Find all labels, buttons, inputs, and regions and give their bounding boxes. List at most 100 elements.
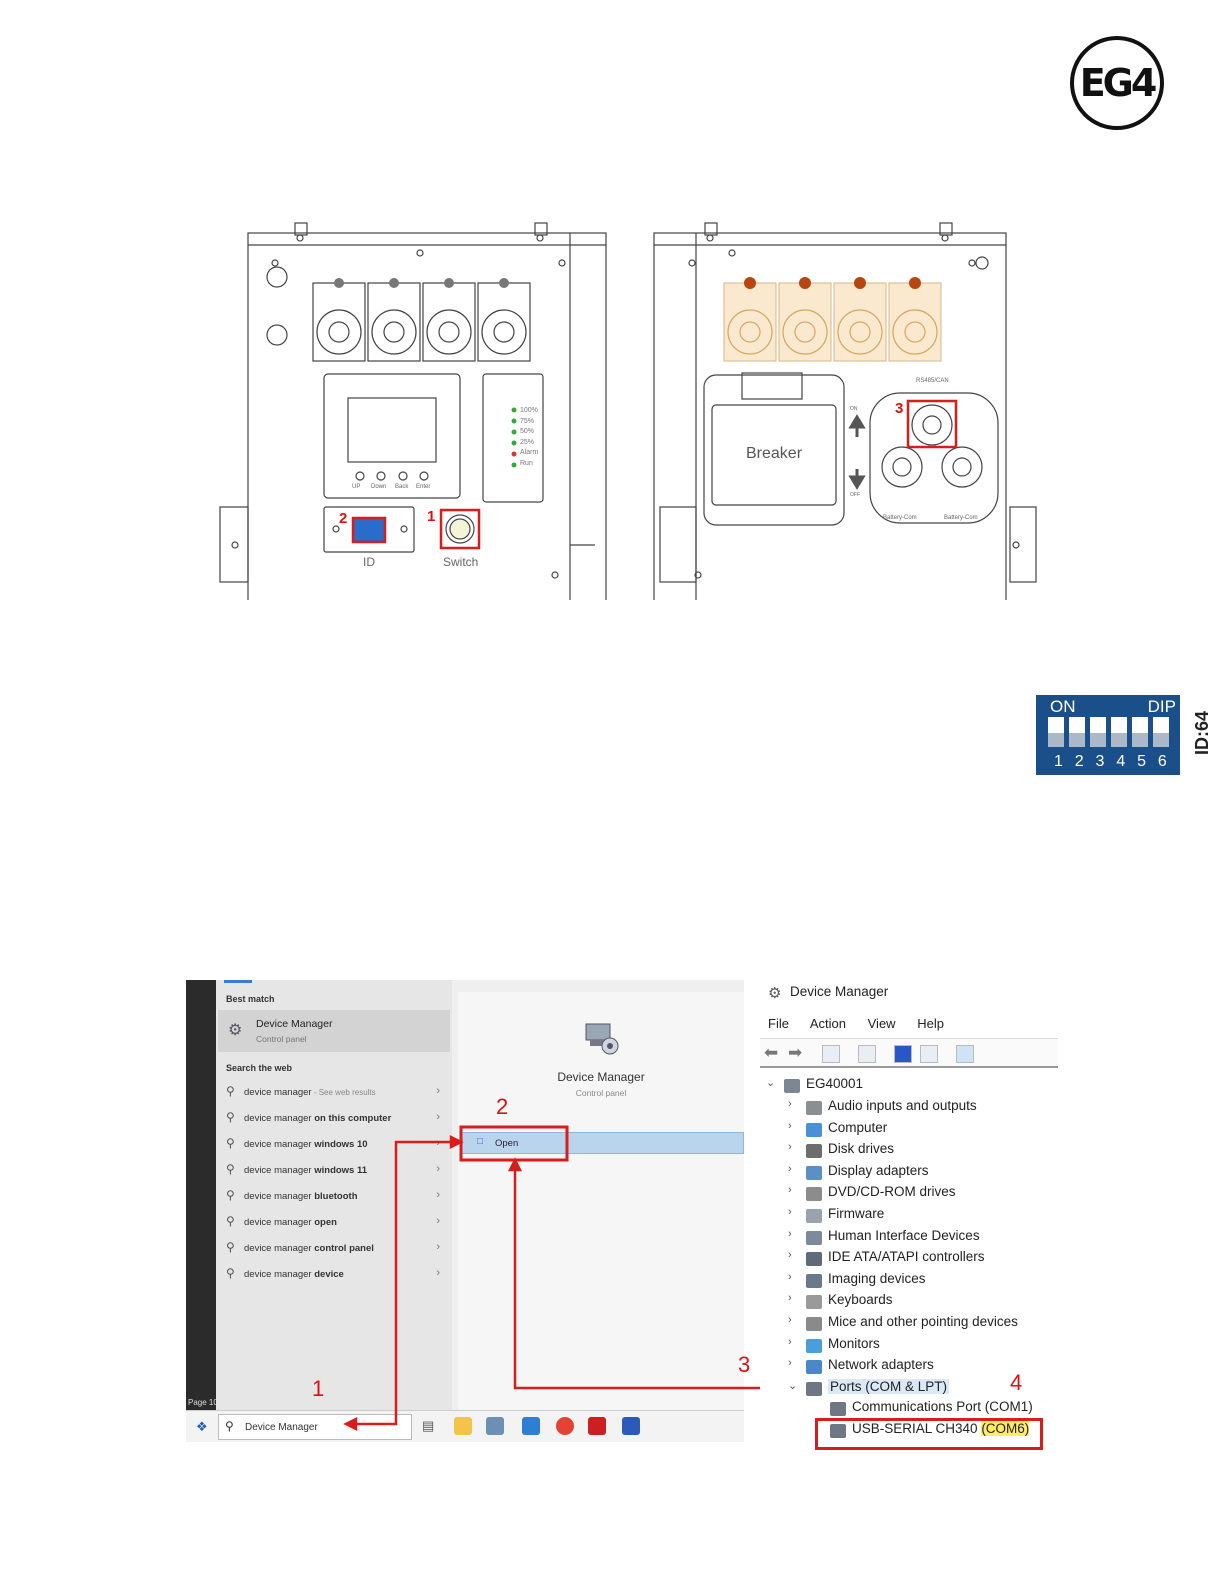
- search-web-heading: Search the web: [226, 1063, 293, 1073]
- chevron-right-icon[interactable]: ›: [788, 1119, 792, 1132]
- best-match-item[interactable]: ⚙ Device Manager Control panel: [218, 1010, 450, 1052]
- device-category-label: Ports (COM & LPT): [828, 1378, 950, 1394]
- show-hidden-icon[interactable]: [920, 1045, 938, 1063]
- result-prefix: device manager: [244, 1165, 315, 1176]
- chevron-right-icon[interactable]: ›: [788, 1270, 792, 1283]
- search-icon: ⚲: [226, 1136, 235, 1150]
- chevron-right-icon[interactable]: ›: [788, 1357, 792, 1370]
- search-result-item[interactable]: ⚲device manager device›: [224, 1265, 444, 1285]
- battery-com-label-2: Battery-Com: [944, 515, 978, 521]
- preview-subtitle: Control panel: [575, 1088, 627, 1098]
- menu-action[interactable]: Action: [809, 1016, 846, 1031]
- button-label-enter: Enter: [416, 484, 431, 490]
- chevron-right-icon[interactable]: ›: [788, 1098, 792, 1110]
- callout-3-rs485: 3: [895, 400, 904, 417]
- chevron-right-icon[interactable]: ›: [788, 1184, 792, 1197]
- result-suffix: windows 11: [314, 1165, 368, 1176]
- search-result-item[interactable]: ⚲device manager bluetooth›: [224, 1187, 444, 1207]
- callout-arrows-start-menu: [343, 1125, 781, 1432]
- chevron-right-icon: ›: [436, 1241, 440, 1253]
- help-icon[interactable]: [894, 1045, 912, 1063]
- chevron-right-icon[interactable]: ›: [788, 1335, 792, 1348]
- device-category-icon: [806, 1187, 822, 1202]
- search-icon: ⚲: [226, 1240, 235, 1254]
- led-label-run: Run: [520, 459, 533, 467]
- windows-start-icon[interactable]: ❖: [196, 1419, 208, 1434]
- device-category-label: Imaging devices: [828, 1270, 926, 1286]
- chevron-right-icon[interactable]: ›: [788, 1314, 792, 1326]
- led-label-list: 100% 75% 50% 25% Alarm Run: [520, 406, 560, 470]
- acrobat-icon[interactable]: [588, 1417, 606, 1435]
- search-result-item[interactable]: ⚲device manager control panel›: [224, 1239, 444, 1259]
- button-label-up: UP: [352, 484, 361, 490]
- device-category-icon: [806, 1360, 822, 1375]
- forward-arrow-icon[interactable]: ➡: [788, 1043, 803, 1062]
- properties-icon[interactable]: [822, 1045, 840, 1063]
- menu-file[interactable]: File: [768, 1016, 789, 1031]
- calculator-icon[interactable]: [486, 1417, 504, 1435]
- device-category-icon: [806, 1381, 822, 1396]
- dip-number: 4: [1116, 753, 1126, 770]
- battery-front-panel-drawing: [219, 222, 607, 600]
- chevron-down-icon[interactable]: ⌄: [766, 1077, 776, 1089]
- port-child-label: Communications Port (COM1): [852, 1399, 1033, 1414]
- device-category-icon: [806, 1252, 822, 1267]
- result-prefix: device manager: [244, 1243, 315, 1254]
- chevron-down-icon[interactable]: ⌄: [788, 1379, 798, 1392]
- search-icon: ⚲: [226, 1214, 235, 1228]
- task-view-icon[interactable]: ▤: [422, 1418, 435, 1433]
- eg4-logo: EG4: [1070, 36, 1164, 130]
- result-prefix: device manager: [244, 1269, 315, 1280]
- tree-root-label: EG40001: [806, 1076, 864, 1091]
- update-driver-icon[interactable]: [858, 1045, 876, 1063]
- chevron-right-icon[interactable]: ›: [788, 1141, 792, 1154]
- device-category-icon: [806, 1144, 822, 1159]
- search-result-item[interactable]: ⚲device manager open›: [224, 1213, 444, 1233]
- callout-1-search: 1: [312, 1376, 325, 1401]
- dip-switch-3: [1090, 717, 1106, 747]
- result-suffix: windows 10: [314, 1139, 368, 1150]
- device-category-icon: [806, 1295, 822, 1310]
- led-label-25: 25%: [520, 438, 535, 446]
- led-label-100: 100%: [520, 407, 538, 414]
- computer-icon: [784, 1079, 800, 1093]
- dip-label: DIP: [1147, 697, 1176, 716]
- dip-number: 5: [1137, 753, 1147, 770]
- search-result-item[interactable]: ⚲device manager - See web results›: [224, 1083, 444, 1103]
- menu-help[interactable]: Help: [917, 1016, 944, 1031]
- active-tab-indicator: [224, 980, 252, 983]
- word-icon[interactable]: [622, 1417, 640, 1435]
- chevron-right-icon: ›: [436, 1111, 440, 1123]
- search-result-item[interactable]: ⚲device manager windows 11›: [224, 1161, 444, 1181]
- device-category-label: Monitors: [828, 1335, 880, 1351]
- chevron-right-icon[interactable]: ›: [788, 1249, 792, 1262]
- open-window-icon: □: [477, 1136, 484, 1147]
- id-label: ID: [363, 555, 375, 569]
- device-category-label: Keyboards: [828, 1292, 893, 1308]
- back-arrow-icon[interactable]: ⬅: [764, 1043, 779, 1062]
- chevron-right-icon[interactable]: ›: [788, 1292, 792, 1305]
- dip-switch-2: [1069, 717, 1085, 747]
- dip-number: 1: [1053, 753, 1063, 770]
- result-note: - See web results: [311, 1088, 376, 1097]
- breaker-off-label: OFF: [850, 492, 860, 498]
- taskbar-search-box[interactable]: ⚲ Device Manager: [218, 1414, 412, 1440]
- taskbar: ❖ ⚲ Device Manager ▤: [186, 1410, 744, 1442]
- chrome-icon[interactable]: [556, 1417, 574, 1435]
- chevron-right-icon[interactable]: ›: [788, 1227, 792, 1240]
- start-left-strip: [186, 980, 216, 1410]
- file-explorer-icon[interactable]: [454, 1417, 472, 1435]
- scan-hardware-icon[interactable]: [956, 1045, 974, 1063]
- chevron-right-icon: ›: [436, 1085, 440, 1097]
- chevron-right-icon[interactable]: ›: [788, 1206, 792, 1218]
- search-results-pane: Best match ⚙ Device Manager Control pane…: [216, 980, 452, 1410]
- taskbar-search-value: Device Manager: [245, 1422, 318, 1433]
- result-suffix: device: [314, 1269, 344, 1280]
- search-result-item[interactable]: ⚲device manager on this computer›: [224, 1109, 444, 1129]
- chevron-right-icon[interactable]: ›: [788, 1162, 792, 1175]
- remote-desktop-icon[interactable]: [522, 1417, 540, 1435]
- device-category-label: Mice and other pointing devices: [828, 1314, 1018, 1329]
- menu-view[interactable]: View: [867, 1016, 896, 1031]
- open-button[interactable]: □ Open: [460, 1132, 744, 1154]
